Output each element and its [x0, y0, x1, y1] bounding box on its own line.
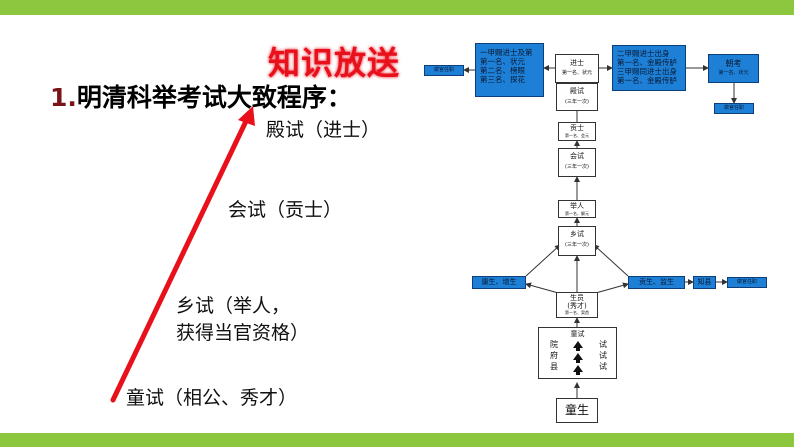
top-band [0, 0, 794, 15]
flow-huishi: 会试 (三年一次) [558, 148, 596, 177]
flow-jinshi: 进士 第一名、状元 [555, 54, 599, 83]
stage-dianshi: 殿试（进士） [266, 119, 381, 141]
heading-number: 1. [50, 83, 77, 112]
flow-yijia: 一甲赐进士及第 第一名、状元 第二名、榜眼 第三名、探花 [475, 43, 544, 97]
flow-tongshi-title: 童试 [570, 330, 585, 338]
flow-tongshi-right: 试 试 试 [599, 340, 607, 371]
knowledge-badge: 知识放送 [266, 43, 401, 84]
flow-gongshi: 贡士 第一名、会元 [558, 122, 596, 141]
flow-zuoguan-top: 做官任职 [424, 65, 464, 76]
flow-juren: 举人 第一名、解元 [558, 200, 596, 218]
stage-xiangshi-line1: 乡试（举人， [176, 295, 291, 317]
flow-tongshi-left: 院 府 县 [550, 340, 558, 371]
bottom-band [0, 433, 794, 447]
slide-heading: 1.明清科举考试大致程序： [50, 78, 352, 114]
flow-gongsheng: 贡生、监生 [628, 276, 685, 289]
stage-xiangshi: 乡试（举人， 获得当官资格） [176, 293, 309, 347]
flow-chaokao: 朝考 第一名、状元 [708, 54, 759, 83]
stage-huishi: 会试（贡士） [228, 199, 343, 221]
flow-zhixian: 知县 [693, 276, 716, 289]
stage-xiangshi-line2: 获得当官资格） [176, 322, 310, 344]
flow-shengyuan: 生员 (秀才) 第一名、案首 [556, 292, 598, 318]
flow-erjia: 二甲赐进士出身 第一名、金殿传胪 三甲赐同进士出身 第一名、金殿传胪 [612, 45, 686, 91]
flow-tongshi: 童试 院 府 县 试 试 试 [538, 327, 617, 379]
tongshi-arrows-icon [573, 341, 583, 375]
flow-linsheng: 廪生、增生 [472, 276, 526, 289]
flow-dianshi: 殿试 (三年一次) [556, 83, 598, 111]
flow-zuoguan-right: 做官任职 [727, 277, 767, 288]
stage-tongshi: 童试（相公、秀才） [126, 387, 298, 409]
heading-text: 明清科举考试大致程序： [76, 83, 352, 112]
flow-zuoguan-chaokao: 做官任职 [714, 103, 754, 114]
flow-xiangshi: 乡试 (三年一次) [558, 226, 596, 256]
flow-tongsheng: 童生 [556, 398, 598, 423]
